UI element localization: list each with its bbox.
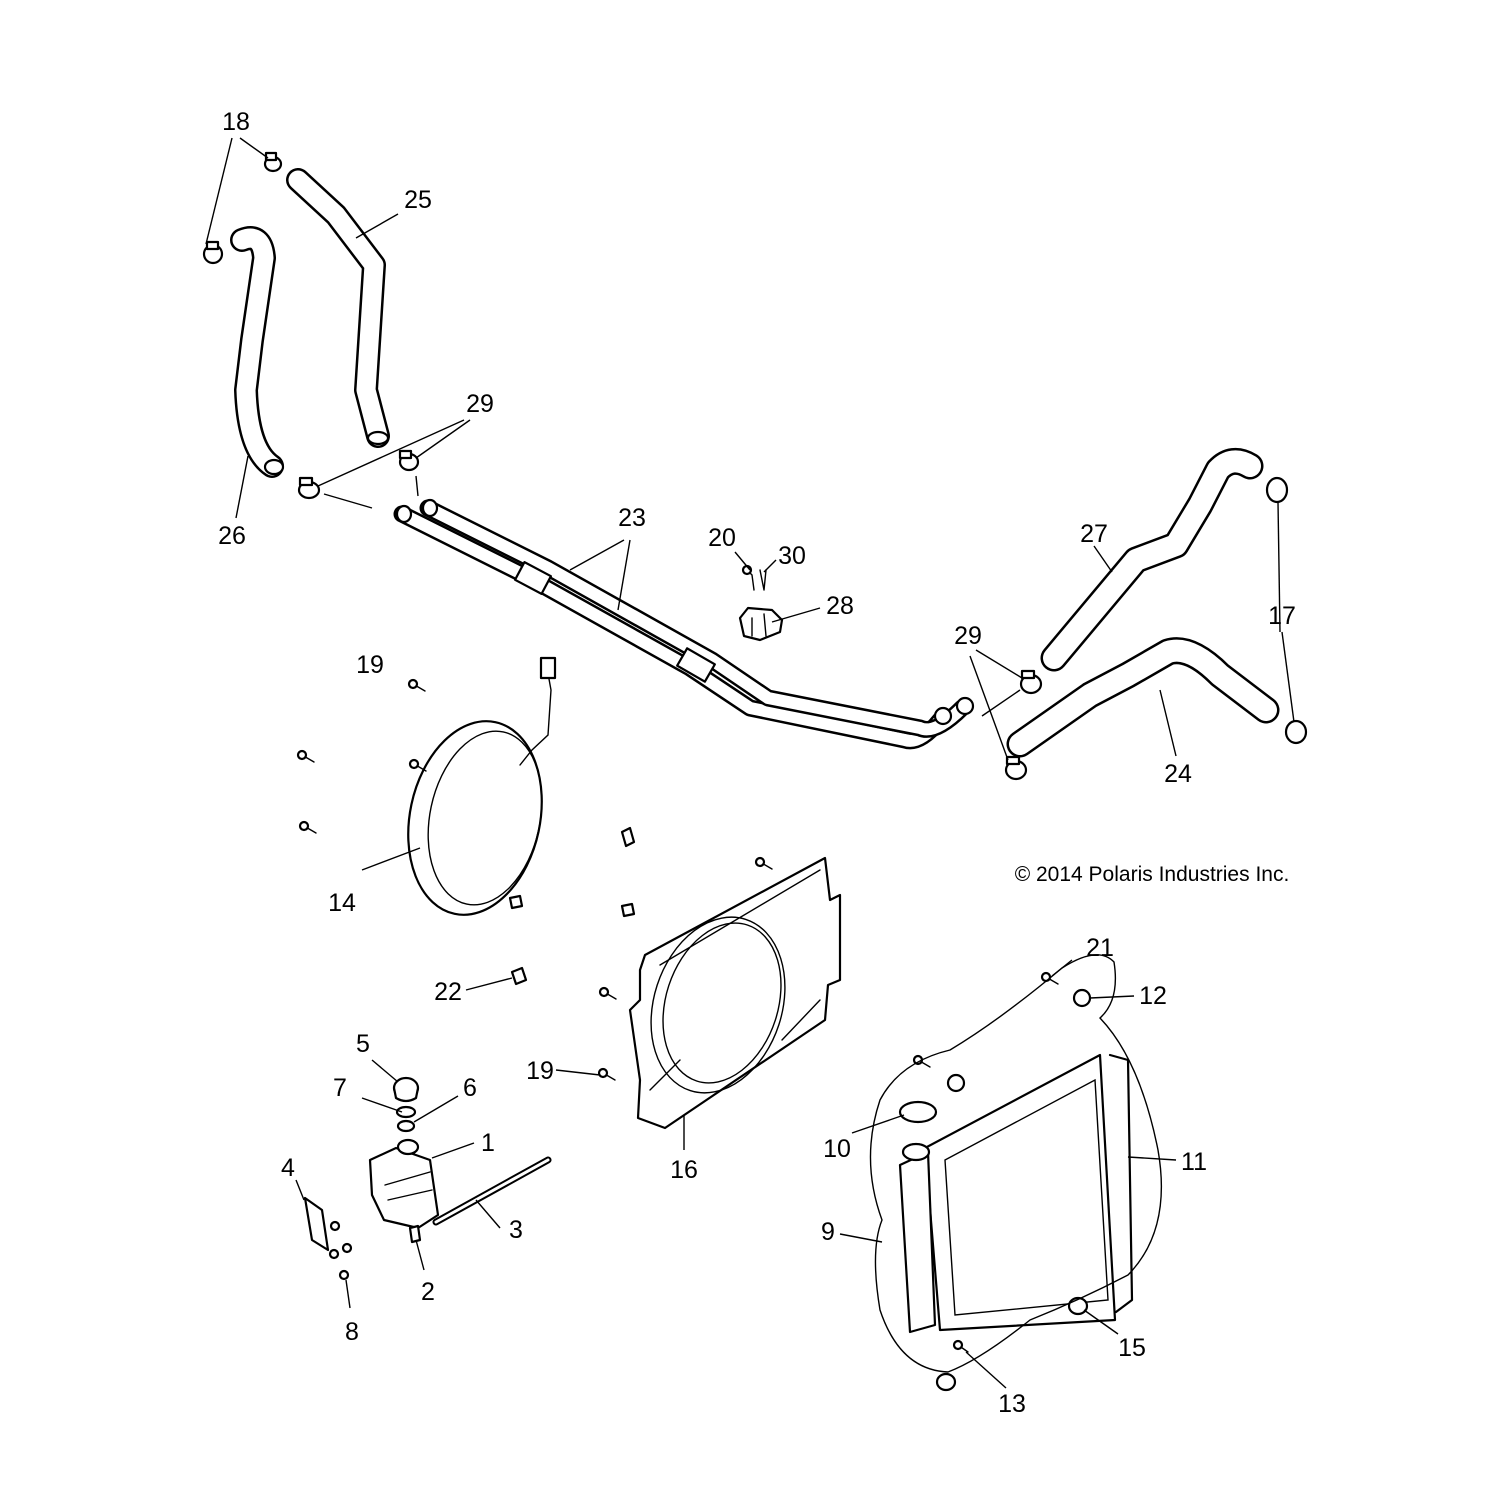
callout-14: 14 (328, 889, 356, 917)
callout-30: 30 (778, 542, 806, 570)
callout-5: 5 (356, 1030, 370, 1058)
callout-2: 2 (421, 1278, 435, 1306)
callout-13: 13 (998, 1390, 1026, 1418)
grommet-15 (1067, 1296, 1089, 1316)
callout-22: 22 (434, 978, 462, 1006)
nut-clip-a (620, 826, 636, 848)
bolt-19-a (407, 678, 426, 692)
callout-19-upper: 19 (356, 651, 384, 679)
screw-8-d (338, 1269, 350, 1281)
bolt-19-e (754, 856, 773, 870)
callout-20: 20 (708, 524, 736, 552)
clamp-29-left-a (297, 476, 321, 500)
screw-8-a (329, 1220, 341, 1232)
bolt-19-d (298, 820, 317, 834)
nut-clip-b (620, 902, 636, 918)
callout-18: 18 (222, 108, 250, 136)
radiator-9 (898, 1053, 1134, 1334)
hose-24 (1006, 637, 1280, 758)
callout-24: 24 (1164, 760, 1192, 788)
callout-4: 4 (281, 1154, 295, 1182)
clamp-29-right-a (1019, 669, 1043, 695)
seal-6 (396, 1119, 416, 1133)
callout-21: 21 (1086, 934, 1114, 962)
clamp-17-lower (1284, 719, 1308, 745)
bolt-19-c (408, 758, 427, 772)
callout-12: 12 (1139, 982, 1167, 1010)
fan-shroud-16 (628, 856, 842, 1130)
callout-10: 10 (823, 1135, 851, 1163)
callout-15: 15 (1118, 1334, 1146, 1362)
hose-25 (286, 168, 390, 448)
clamp-17-upper (1265, 476, 1289, 504)
callout-3: 3 (509, 1216, 523, 1244)
fitting-2 (408, 1224, 422, 1244)
fan-14 (407, 656, 557, 916)
coolant-pipes-23 (393, 498, 975, 750)
clamp-29-right-b (1004, 755, 1028, 781)
hose-26 (230, 226, 285, 478)
clip-22 (510, 966, 528, 986)
leader-lines (205, 137, 1295, 1389)
callout-29-right: 29 (954, 622, 982, 650)
bolt-19-g (598, 986, 617, 1000)
callout-29-left: 29 (466, 390, 494, 418)
screw-8-c (328, 1248, 340, 1260)
callout-17: 17 (1268, 602, 1296, 630)
callout-1: 1 (481, 1129, 495, 1157)
bolt-19-b (296, 749, 315, 763)
assembly-dashes (323, 475, 1021, 717)
bracket-28 (738, 606, 784, 642)
o-ring-7 (395, 1105, 417, 1119)
screw-20 (741, 564, 755, 591)
clamp-29-left-b (398, 449, 420, 472)
clamp-18-lower (202, 240, 224, 265)
clamp-18-upper (263, 151, 283, 173)
callout-23: 23 (618, 504, 646, 532)
grommet-12-b (946, 1073, 966, 1093)
overflow-tube-3 (432, 1156, 552, 1226)
callout-19-lower: 19 (526, 1057, 554, 1085)
bolt-19-h (597, 1067, 616, 1081)
reservoir-cap-5 (392, 1076, 420, 1103)
callout-28: 28 (826, 592, 854, 620)
callout-27: 27 (1080, 520, 1108, 548)
radiator-assembly-outline (869, 954, 1163, 1373)
grommet-12 (1072, 988, 1092, 1008)
grommet-15-b (935, 1372, 957, 1392)
copyright: © 2014 Polaris Industries Inc. (1015, 863, 1290, 886)
callout-6: 6 (463, 1074, 477, 1102)
radiator-cap-10 (898, 1100, 938, 1124)
coolant-reservoir-1 (368, 1138, 440, 1230)
callout-9: 9 (821, 1218, 835, 1246)
bracket-4 (303, 1196, 330, 1252)
screw-8-b (341, 1242, 353, 1254)
clip-30 (759, 569, 767, 591)
hose-27 (1040, 447, 1264, 672)
callout-7: 7 (333, 1074, 347, 1102)
nut-clip-c (508, 894, 524, 910)
callout-26: 26 (218, 522, 246, 550)
callout-16: 16 (670, 1156, 698, 1184)
callout-8: 8 (345, 1318, 359, 1346)
callout-25: 25 (404, 186, 432, 214)
fastener-13 (952, 1339, 969, 1353)
callout-11: 11 (1181, 1148, 1207, 1176)
